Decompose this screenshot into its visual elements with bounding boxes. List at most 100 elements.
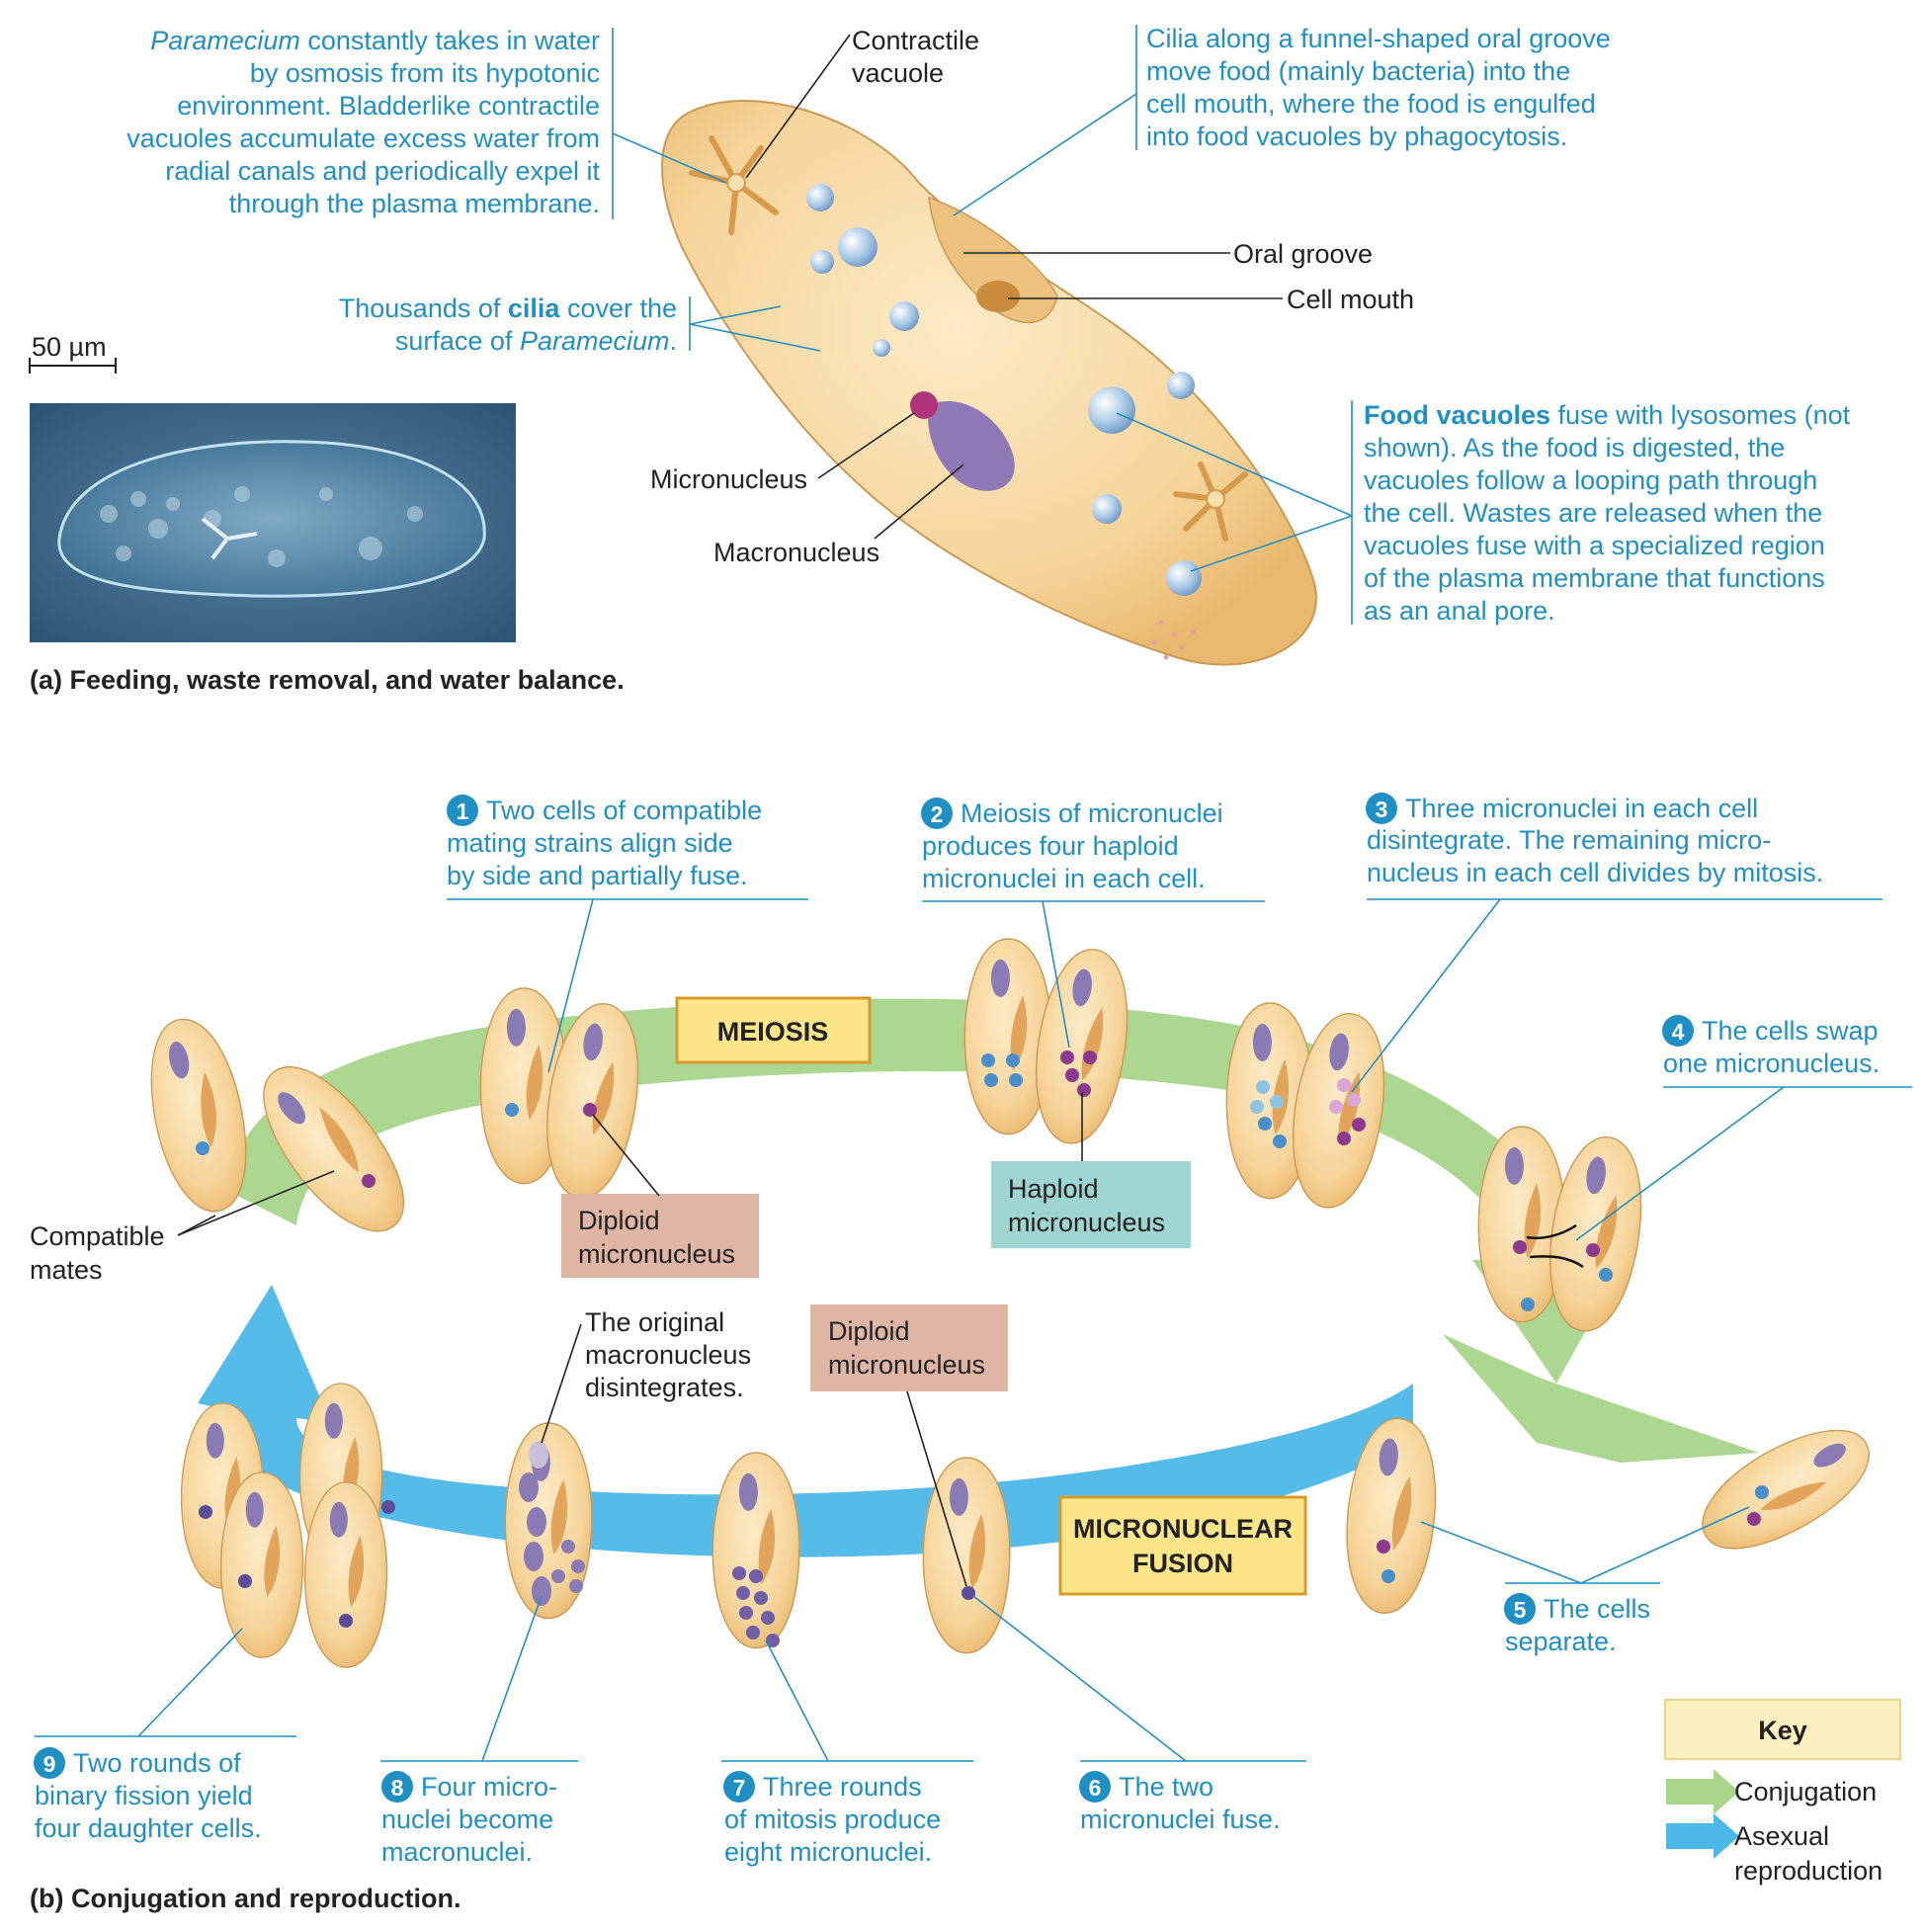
svg-text:shown). As the food is digeste: shown). As the food is digested, the	[1364, 433, 1785, 462]
cell-mouth-label: Cell mouth	[1287, 285, 1414, 314]
svg-text:Paramecium constantly takes in: Paramecium constantly takes in water	[150, 26, 600, 55]
meiosis-label-box: MEIOSIS	[675, 996, 872, 1064]
step-8: 8 Four micro- nuclei become macronuclei.	[380, 1595, 578, 1867]
diploid-micronucleus-box-1: Diploid micronucleus	[561, 1114, 759, 1278]
svg-text:The original: The original	[585, 1307, 724, 1337]
micronuclear-fusion-label-box: MICRONUCLEAR FUSION	[1058, 1495, 1307, 1596]
diploid-micronucleus-box-2: Diploid micronucleus	[810, 1304, 1008, 1587]
svg-text:9: 9	[43, 1751, 56, 1777]
asexual-swatch	[1666, 1813, 1739, 1859]
haploid-micronucleus-box: Haploid micronucleus	[991, 1092, 1191, 1248]
svg-text:2: 2	[931, 801, 944, 827]
svg-text:mates: mates	[30, 1255, 103, 1285]
step-6: 6 The two micronuclei fuse.	[972, 1595, 1306, 1834]
water-balance-callout: Paramecium constantly takes in water by …	[126, 26, 727, 219]
svg-text:eight micronuclei.: eight micronuclei.	[724, 1837, 932, 1867]
svg-text:disintegrates.: disintegrates.	[585, 1373, 744, 1402]
svg-text:by osmosis from its hypotonic: by osmosis from its hypotonic	[250, 58, 600, 88]
svg-text:surface of Paramecium.: surface of Paramecium.	[395, 326, 677, 356]
scale-bar: 50 µm	[29, 332, 117, 374]
svg-text:the cell. Wastes are released: the cell. Wastes are released when the	[1364, 498, 1822, 528]
swap-arrow-left	[1526, 1223, 1577, 1240]
svg-text:micronuclei fuse.: micronuclei fuse.	[1080, 1805, 1281, 1834]
legend-key: Key Conjugation Asexual reproduction	[1664, 1699, 1901, 1886]
svg-text:disintegrate. The remaining mi: disintegrate. The remaining micro-	[1367, 825, 1771, 855]
svg-text:Cilia along a funnel-shaped or: Cilia along a funnel-shaped oral groove	[1146, 24, 1611, 53]
svg-text:mating strains align side: mating strains align side	[447, 828, 733, 858]
step-5: 5 The cells separate.	[1420, 1506, 1750, 1656]
svg-text:of the plasma membrane that fu: of the plasma membrane that functions	[1364, 563, 1825, 593]
svg-text:4: 4	[1672, 1019, 1685, 1045]
step-7: 7 Three rounds of mitosis produce eight …	[721, 1639, 973, 1867]
svg-text:Three rounds: Three rounds	[763, 1772, 922, 1802]
scale-bar-label: 50 µm	[32, 332, 107, 362]
svg-text:FUSION: FUSION	[1132, 1549, 1233, 1578]
svg-text:MICRONUCLEAR: MICRONUCLEAR	[1073, 1514, 1293, 1544]
oral-groove-label: Oral groove	[1233, 239, 1373, 269]
original-macronucleus-label: The original macronucleus disintegrates.	[541, 1307, 751, 1444]
step-1: 1 Two cells of compatible mating strains…	[447, 795, 808, 1073]
macronucleus-label: Macronucleus	[713, 538, 879, 567]
svg-text:MEIOSIS: MEIOSIS	[717, 1017, 829, 1047]
svg-text:four daughter cells.: four daughter cells.	[35, 1813, 262, 1843]
svg-text:micronucleus: micronucleus	[1008, 1208, 1165, 1237]
svg-text:as an anal pore.: as an anal pore.	[1364, 596, 1555, 626]
svg-text:micronuclei in each cell.: micronuclei in each cell.	[922, 864, 1206, 893]
svg-text:5: 5	[1514, 1597, 1527, 1623]
compatible-mates-label: Compatible mates	[30, 1170, 335, 1285]
contractile-vacuole-label: Contractile	[852, 26, 979, 55]
svg-text:vacuoles accumulate excess wat: vacuoles accumulate excess water from	[126, 124, 600, 153]
conjugation-swatch	[1666, 1769, 1739, 1814]
svg-text:nuclei become: nuclei become	[381, 1805, 553, 1834]
svg-text:nucleus in each cell divides b: nucleus in each cell divides by mitosis.	[1367, 858, 1823, 887]
svg-text:micronucleus: micronucleus	[828, 1350, 985, 1380]
svg-text:reproduction: reproduction	[1734, 1856, 1882, 1886]
svg-text:into food vacuoles by phagocyt: into food vacuoles by phagocytosis.	[1146, 122, 1567, 151]
svg-text:The two: The two	[1119, 1772, 1213, 1802]
svg-text:1: 1	[457, 798, 469, 824]
svg-text:Four micro-: Four micro-	[421, 1772, 557, 1802]
svg-text:Compatible: Compatible	[30, 1221, 165, 1251]
svg-text:8: 8	[391, 1775, 404, 1801]
svg-text:The cells swap: The cells swap	[1702, 1016, 1879, 1046]
svg-text:3: 3	[1376, 797, 1388, 822]
svg-text:Three micronuclei in each cell: Three micronuclei in each cell	[1405, 794, 1758, 823]
micronucleus-label: Micronucleus	[650, 464, 807, 494]
svg-text:vacuoles follow a looping path: vacuoles follow a looping path through	[1364, 465, 1817, 495]
svg-text:binary fission yield: binary fission yield	[35, 1781, 253, 1810]
cilia-callout: Thousands of cilia cover the surface of …	[339, 294, 821, 356]
svg-text:of mitosis produce: of mitosis produce	[724, 1805, 941, 1834]
caption-a: (a) Feeding, waste removal, and water ba…	[30, 665, 625, 695]
micronuclei-dots	[196, 1050, 1769, 1647]
caption-b: (b) Conjugation and reproduction.	[30, 1884, 460, 1913]
svg-text:cell mouth, where the food is: cell mouth, where the food is engulfed	[1146, 89, 1596, 119]
part-a-labels: Contractile vacuole Oral groove Cell mou…	[650, 26, 1414, 567]
svg-text:by side and partially fuse.: by side and partially fuse.	[447, 861, 748, 890]
svg-text:Haploid: Haploid	[1008, 1174, 1099, 1204]
svg-text:7: 7	[733, 1775, 746, 1801]
svg-text:micronucleus: micronucleus	[578, 1239, 735, 1269]
large-paramecium	[661, 100, 1317, 666]
svg-text:macronuclei.: macronuclei.	[381, 1837, 533, 1867]
svg-text:vacuole: vacuole	[852, 58, 944, 88]
svg-text:produces four haploid: produces four haploid	[922, 831, 1179, 861]
step-2: 2 Meiosis of micronuclei produces four h…	[921, 798, 1265, 1049]
svg-text:Asexual: Asexual	[1734, 1821, 1829, 1851]
svg-text:radial canals and periodically: radial canals and periodically expel it	[165, 156, 600, 186]
step-4: 4 The cells swap one micronucleus.	[1575, 1015, 1912, 1241]
svg-text:Conjugation: Conjugation	[1734, 1777, 1877, 1806]
svg-text:through the plasma membrane.: through the plasma membrane.	[229, 189, 600, 218]
svg-text:Diploid: Diploid	[578, 1206, 660, 1235]
svg-text:6: 6	[1089, 1775, 1102, 1801]
svg-text:Thousands of cilia cover the: Thousands of cilia cover the	[339, 294, 677, 323]
svg-text:macronucleus: macronucleus	[585, 1340, 751, 1370]
food-vacuole-callout: Food vacuoles fuse with lysosomes (not s…	[1116, 400, 1851, 626]
step-9: 9 Two rounds of binary fission yield fou…	[34, 1628, 296, 1843]
swap-arrow-right	[1529, 1255, 1584, 1269]
svg-text:Two cells of compatible: Two cells of compatible	[486, 796, 762, 825]
svg-text:Diploid: Diploid	[828, 1316, 910, 1346]
svg-text:Food vacuoles fuse with lysoso: Food vacuoles fuse with lysosomes (not	[1364, 400, 1851, 430]
svg-text:Meiosis of micronuclei: Meiosis of micronuclei	[961, 798, 1223, 828]
svg-text:Key: Key	[1758, 1716, 1807, 1745]
